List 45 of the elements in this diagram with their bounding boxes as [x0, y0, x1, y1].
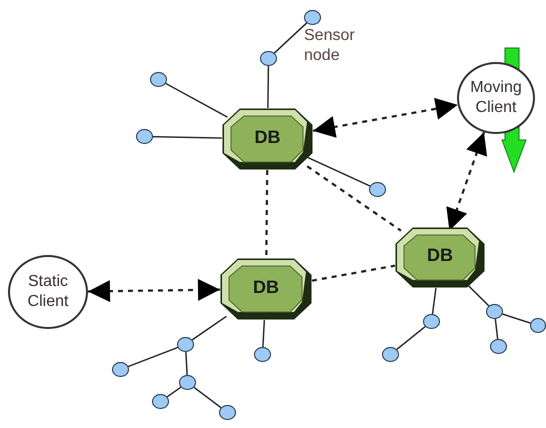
sensor-node: [179, 375, 196, 390]
connector-line: [306, 165, 402, 232]
node-label: DB: [254, 126, 280, 148]
connector-line: [312, 264, 396, 282]
connector-line: [432, 288, 437, 314]
sensor-node: [304, 10, 321, 25]
connector-line: [494, 318, 498, 340]
arrow: [312, 98, 458, 138]
node-label: DB: [427, 244, 453, 267]
sensor-node: [423, 314, 440, 329]
sensor-node: [177, 337, 194, 352]
connector-line: [192, 316, 227, 340]
connector-line: [194, 386, 222, 408]
connector-line: [166, 386, 182, 398]
connector-line: [185, 352, 188, 376]
connector-line: [165, 82, 228, 118]
sensor-node: [530, 318, 546, 333]
sensor-node: [152, 394, 169, 409]
arrow: [88, 278, 220, 302]
database-octagon: [222, 108, 313, 170]
sensor-node: [150, 72, 167, 87]
connector-line: [267, 66, 270, 108]
database-octagon: [220, 258, 312, 320]
connector-line: [307, 156, 370, 187]
sensor-node: [486, 304, 503, 319]
sensor-node: [219, 405, 236, 420]
node-label: Moving Client: [469, 78, 523, 118]
connector-line: [274, 22, 308, 54]
connector-line: [502, 313, 531, 324]
sensor-node: [254, 347, 271, 362]
sensor-node: [112, 362, 129, 377]
connector-line: [466, 284, 490, 306]
sensor-node: [369, 182, 386, 197]
connector-line: [152, 136, 222, 139]
node-label: DB: [253, 276, 279, 298]
sensor-node: [490, 339, 507, 354]
connector-line: [396, 326, 426, 350]
connector-line: [128, 346, 178, 368]
sensor-node: [136, 129, 153, 144]
node-label: Static Client: [26, 272, 70, 312]
sensor-node: [382, 347, 399, 362]
sensor-node: [260, 51, 277, 66]
callout-label: Sensor node: [304, 26, 356, 66]
connector-line: [262, 320, 266, 348]
database-octagon: [395, 227, 485, 288]
